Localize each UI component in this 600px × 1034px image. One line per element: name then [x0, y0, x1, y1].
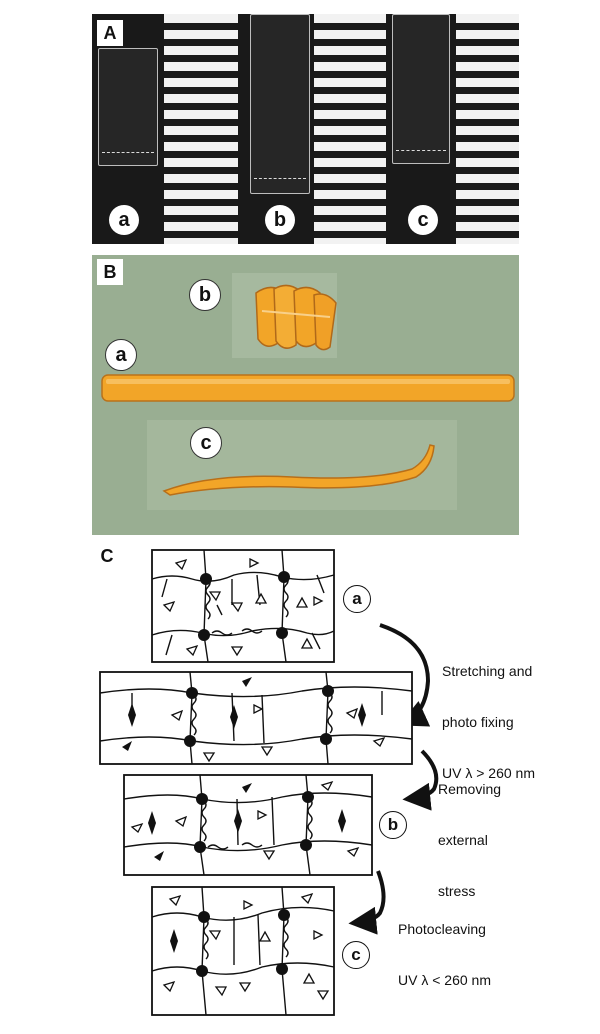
striped-background: [164, 14, 238, 244]
panel-b-tag: B: [97, 259, 123, 285]
vial-b: [250, 14, 310, 194]
vial-a: [98, 48, 158, 166]
sample-label-a: a: [109, 205, 139, 235]
sample-label-c: c: [408, 205, 438, 235]
panel-a-photo: a b c: [92, 14, 519, 244]
step-2-caption: Removing external stress: [438, 781, 502, 899]
striped-background: [456, 14, 519, 244]
step-3-caption: Photocleaving UV λ < 260 nm: [398, 921, 491, 988]
panel-b-photo: b a c: [92, 255, 519, 535]
sample-label-b: b: [265, 205, 295, 235]
striped-background: [314, 14, 386, 244]
state-label-b: b: [379, 811, 407, 839]
gel-strip-photo: [101, 284, 515, 496]
step-1-caption: Stretching and photo fixing UV λ > 260 n…: [442, 663, 535, 781]
panel-a-tag: A: [97, 20, 123, 46]
vial-c: [392, 14, 450, 164]
panel-c-tag: C: [100, 546, 114, 566]
strip-label-c: c: [190, 427, 222, 459]
strip-label-b: b: [189, 279, 221, 311]
network-schematic: [99, 549, 439, 1016]
strip-label-a: a: [105, 339, 137, 371]
panel-c-schematic: a b c Stretching and photo fixing UV λ >…: [92, 545, 562, 1025]
state-label-c: c: [342, 941, 370, 969]
state-label-a: a: [343, 585, 371, 613]
